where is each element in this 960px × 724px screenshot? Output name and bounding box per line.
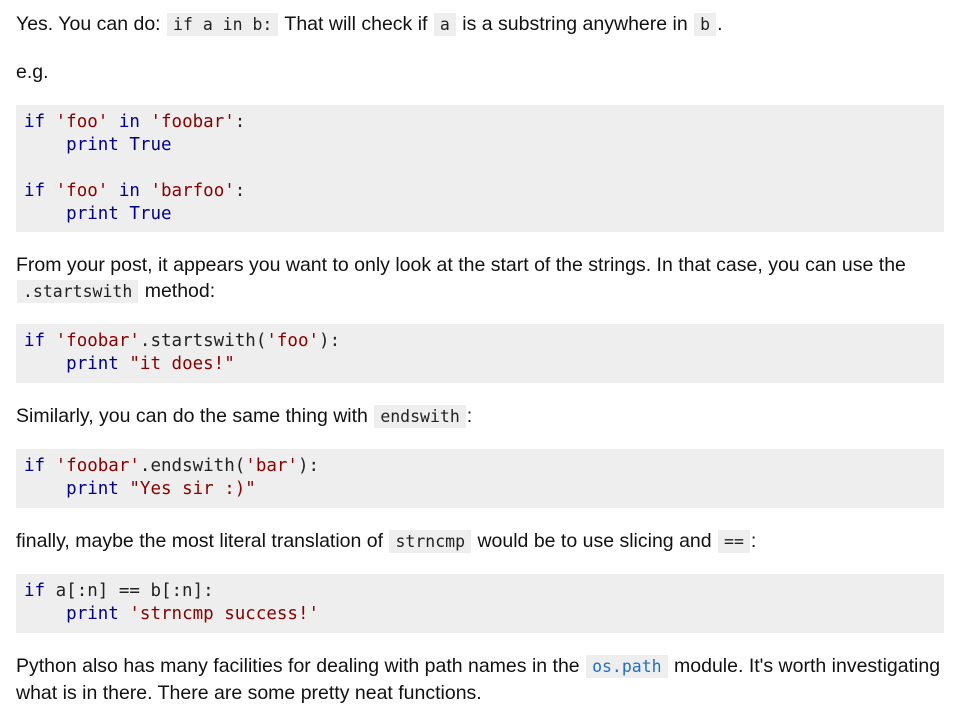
text: module. It's worth investigating what is… <box>16 655 941 704</box>
inline-code: if a in b: <box>167 13 279 36</box>
code-line: print "Yes sir :)" <box>24 478 936 501</box>
keyword: print <box>66 135 119 155</box>
string-literal: 'barfoo' <box>150 181 235 201</box>
code-line: print True <box>24 134 936 157</box>
inline-code: endswith <box>374 405 466 428</box>
text: Similarly, you can do the same thing wit… <box>16 405 374 427</box>
paragraph-endswith: Similarly, you can do the same thing wit… <box>16 403 946 430</box>
inline-code: strncmp <box>389 530 472 553</box>
text: is a substring anywhere in <box>456 13 694 35</box>
keyword: print <box>66 479 119 499</box>
expression: a[:n] == b[:n]: <box>55 581 214 601</box>
punctuation: ): <box>297 456 320 476</box>
text: From your post, it appears you want to o… <box>16 254 906 276</box>
code-line: if 'foobar'.startswith('foo'): <box>24 330 936 353</box>
inline-code: == <box>718 530 750 553</box>
text: method: <box>139 280 216 302</box>
code-block-endswith: if 'foobar'.endswith('bar'): print "Yes … <box>16 449 944 508</box>
keyword: in <box>118 181 140 201</box>
inline-code-link[interactable]: os.path <box>586 655 668 678</box>
code-line: if a[:n] == b[:n]: <box>24 580 936 603</box>
code-line: print "it does!" <box>24 353 936 376</box>
inline-code: .startswith <box>17 280 139 303</box>
code-block-startswith: if 'foobar'.startswith('foo'): print "it… <box>16 324 944 383</box>
keyword: if <box>24 181 46 201</box>
text: : <box>750 530 757 552</box>
code-line: if 'foo' in 'foobar': <box>24 111 936 134</box>
keyword: print <box>66 204 119 224</box>
paragraph-example: e.g. <box>16 61 49 83</box>
punctuation: .startswith( <box>139 331 267 351</box>
paragraph-startswith: From your post, it appears you want to o… <box>16 252 946 305</box>
text: would be to use slicing and <box>472 530 718 552</box>
string-literal: 'bar' <box>245 456 298 476</box>
keyword: print <box>66 604 119 624</box>
keyword: print <box>66 354 119 374</box>
code-line: if 'foo' in 'barfoo': <box>24 180 936 203</box>
keyword: if <box>24 112 46 132</box>
text: That will check if <box>279 13 433 35</box>
text: finally, maybe the most literal translat… <box>16 530 389 552</box>
code-block-slicing: if a[:n] == b[:n]: print 'strncmp succes… <box>16 574 944 633</box>
code-line: if 'foobar'.endswith('bar'): <box>24 455 936 478</box>
string-literal: 'strncmp success!' <box>129 604 320 624</box>
string-literal: 'foobar' <box>55 331 140 351</box>
paragraph-os-path: Python also has many facilities for deal… <box>16 653 946 706</box>
text: . <box>717 13 723 35</box>
string-literal: 'foo' <box>55 181 109 201</box>
keyword: if <box>24 581 46 601</box>
inline-code: b <box>694 13 717 36</box>
keyword: True <box>129 135 172 155</box>
text: Python also has many facilities for deal… <box>16 655 586 677</box>
string-literal: 'foobar' <box>150 112 235 132</box>
punctuation: : <box>234 181 246 201</box>
string-literal: 'foo' <box>55 112 109 132</box>
keyword: if <box>24 456 46 476</box>
punctuation: .endswith( <box>139 456 246 476</box>
string-literal: "it does!" <box>129 354 235 374</box>
code-line: print 'strncmp success!' <box>24 603 936 626</box>
string-literal: 'foobar' <box>55 456 140 476</box>
code-line: print True <box>24 203 936 226</box>
punctuation: : <box>234 112 246 132</box>
keyword: in <box>118 112 140 132</box>
code-line-blank <box>24 157 936 180</box>
text: : <box>466 405 473 427</box>
string-literal: "Yes sir :)" <box>129 479 256 499</box>
paragraph-intro: Yes. You can do: if a in b: That will ch… <box>16 11 946 38</box>
text: Yes. You can do: <box>16 13 167 35</box>
paragraph-strncmp: finally, maybe the most literal translat… <box>16 528 946 555</box>
inline-code: a <box>433 13 456 36</box>
punctuation: ): <box>319 331 341 351</box>
string-literal: 'foo' <box>266 331 320 351</box>
keyword: True <box>129 204 172 224</box>
keyword: if <box>24 331 46 351</box>
